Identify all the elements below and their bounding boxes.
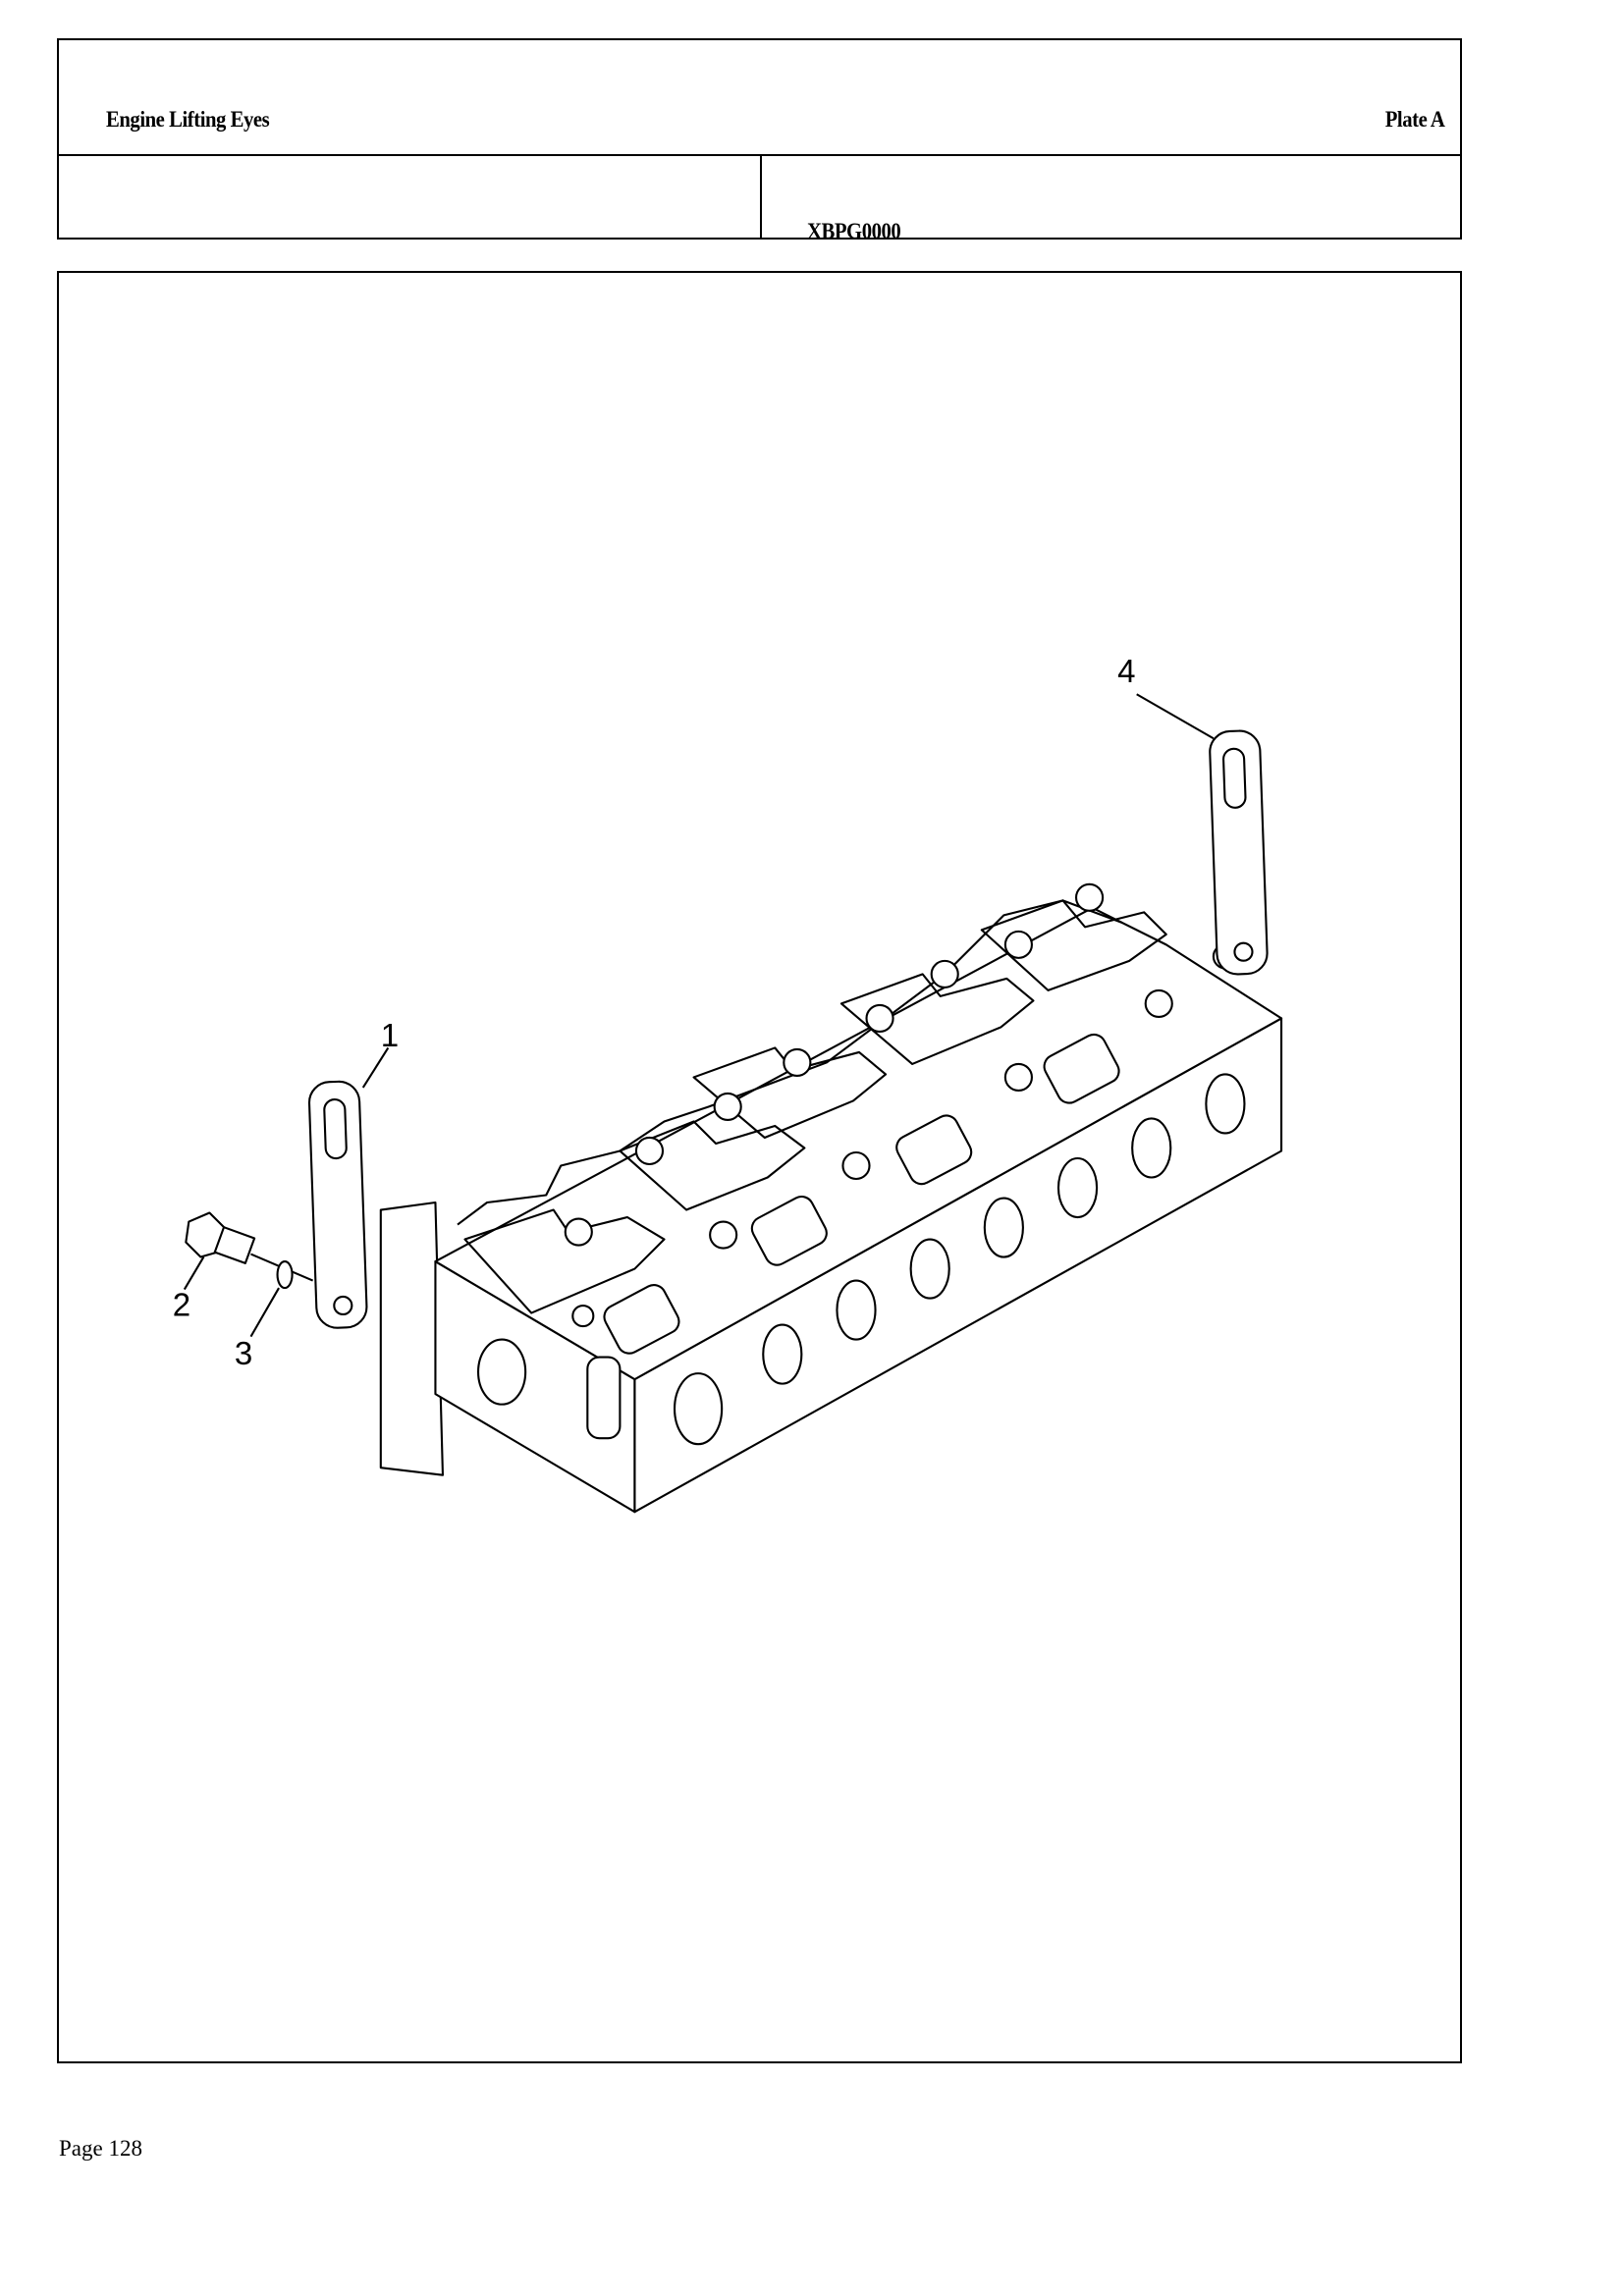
lifting-eye-rear	[1209, 729, 1269, 976]
lifting-eye-front	[307, 1080, 368, 1329]
part-code: XBPG0000	[807, 219, 901, 243]
header-table: Engine Lifting Eyes Plate A XBPG0000	[57, 38, 1462, 243]
bolt-holes	[564, 882, 1105, 1247]
header-title-row	[59, 40, 1460, 156]
plate-label: Plate A	[1384, 107, 1444, 132]
callout-2: 2	[173, 1288, 190, 1324]
page-number: Page 128	[59, 2136, 142, 2161]
page-title: Engine Lifting Eyes	[106, 107, 270, 132]
exploded-drawing: 1 2 3 4	[57, 271, 1462, 2063]
callout-4: 4	[1117, 654, 1135, 690]
washer	[276, 1260, 294, 1290]
cylinder-head-diagram: 1 2 3 4	[173, 654, 1283, 1514]
cylinder-head	[379, 882, 1283, 1514]
header-empty-cell	[59, 154, 762, 238]
callout-3: 3	[235, 1336, 252, 1372]
top-ports	[571, 943, 1238, 1355]
callout-1: 1	[381, 1018, 399, 1054]
leader-lines	[183, 693, 1215, 1338]
bolt	[185, 1211, 314, 1282]
side-ports	[673, 1073, 1246, 1446]
